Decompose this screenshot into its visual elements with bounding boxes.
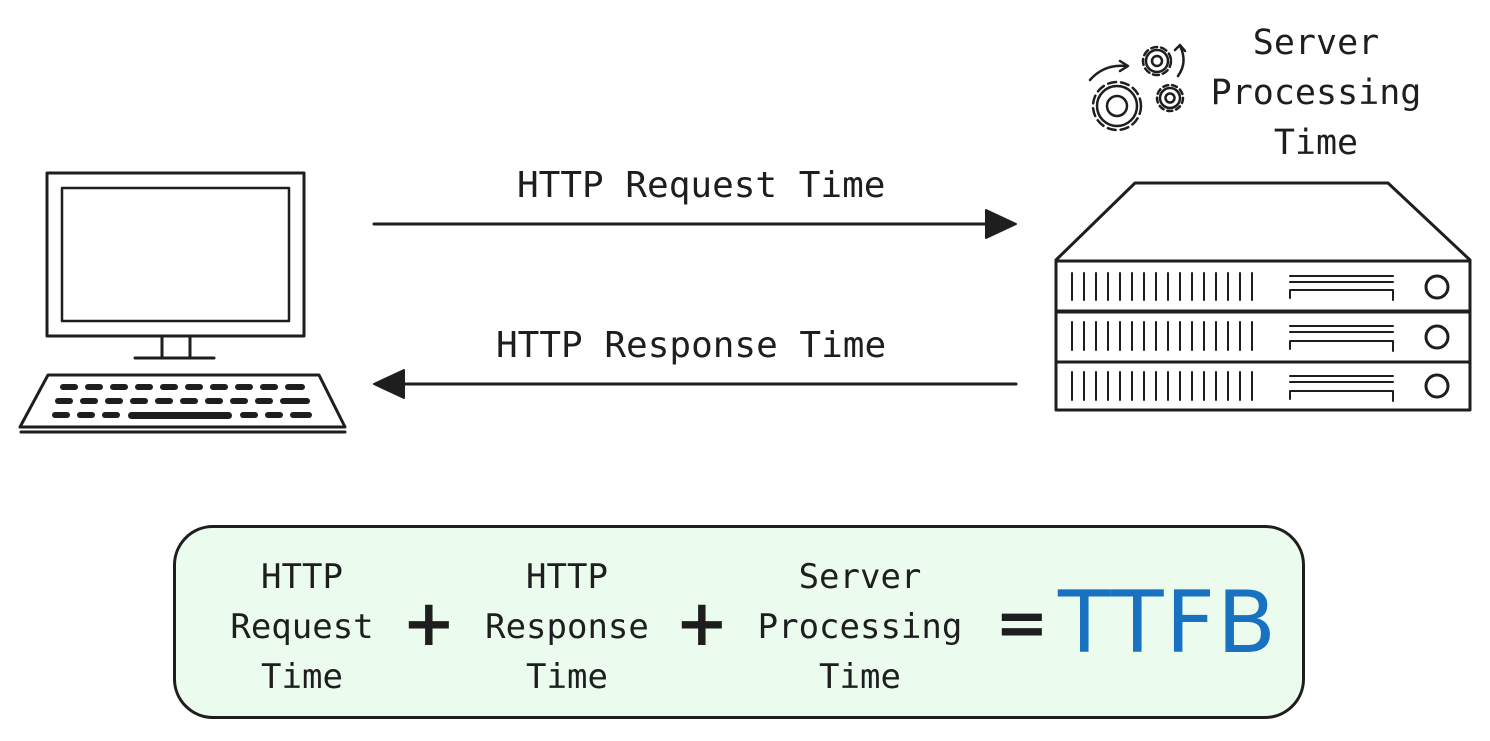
server-icon <box>1054 181 1472 412</box>
server-processing-label: Server Processing Time <box>1198 18 1434 168</box>
term-line: Time <box>526 657 608 697</box>
formula-term-server: Server Processing Time <box>742 552 978 702</box>
term-line: HTTP <box>261 557 343 597</box>
server-label-line: Server <box>1252 23 1380 63</box>
server-label-line: Time <box>1273 123 1359 163</box>
term-line: Server <box>798 557 922 597</box>
term-line: Response <box>485 607 649 647</box>
request-arrow-label: HTTP Request Time <box>517 165 886 206</box>
formula-term-response: HTTP Response Time <box>472 552 662 702</box>
plus-sign: + <box>675 587 729 661</box>
request-arrow <box>372 209 1017 239</box>
response-arrow-label: HTTP Response Time <box>496 325 887 366</box>
server-label-line: Processing <box>1210 73 1422 113</box>
term-line: Processing <box>757 607 963 647</box>
term-line: Time <box>261 657 343 697</box>
plus-sign: + <box>402 587 456 661</box>
equals-sign: = <box>995 587 1049 661</box>
gears-icon <box>1088 43 1187 132</box>
term-line: Request <box>230 607 374 647</box>
formula-box <box>173 525 1305 719</box>
formula-term-request: HTTP Request Time <box>218 552 386 702</box>
term-line: Time <box>819 657 901 697</box>
ttfb-result: TTFB <box>1058 573 1279 673</box>
response-arrow <box>373 369 1018 399</box>
computer-icon <box>18 171 347 434</box>
term-line: HTTP <box>526 557 608 597</box>
